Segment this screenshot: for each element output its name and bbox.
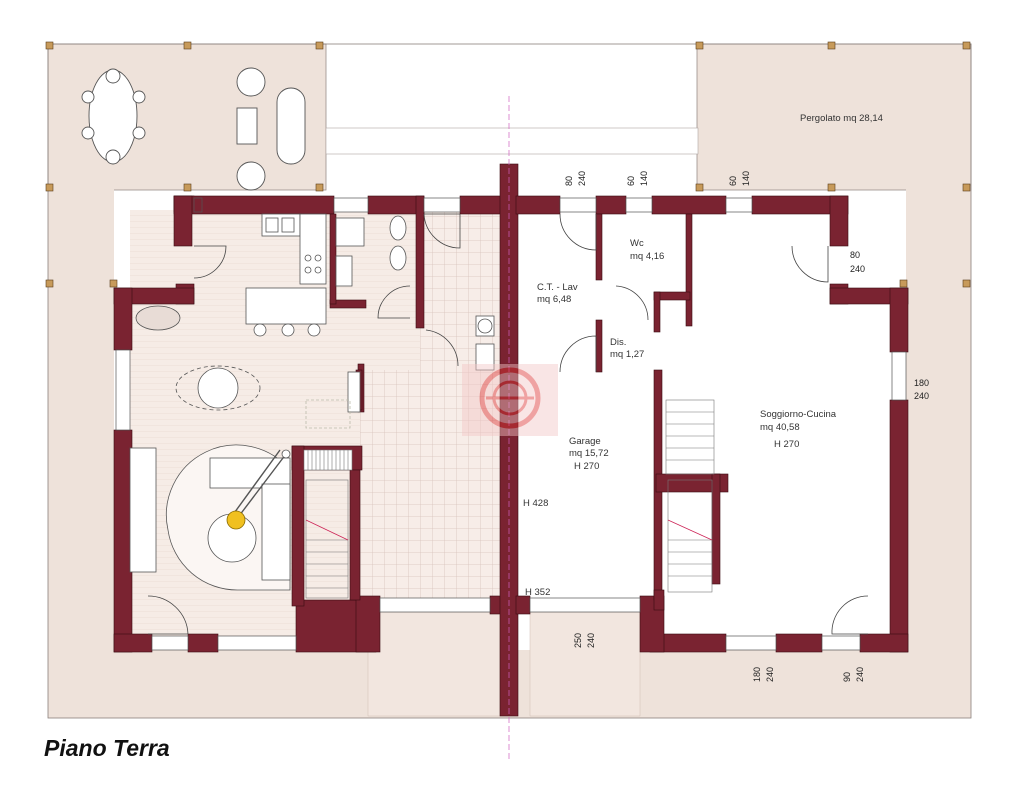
door-swings bbox=[147, 213, 869, 635]
height-label-428: H 428 bbox=[523, 498, 548, 509]
stairs-left bbox=[303, 449, 353, 599]
ct-lav-area: mq 6,48 bbox=[537, 294, 571, 305]
dim-window-1: 80 240 bbox=[564, 171, 587, 186]
dim-window-right: 180 240 bbox=[914, 378, 929, 401]
soggiorno-name: Soggiorno-Cucina bbox=[760, 409, 837, 420]
svg-text:240: 240 bbox=[586, 633, 596, 648]
pergola-gap bbox=[325, 127, 699, 155]
dim-door-bottom: 90 240 bbox=[842, 667, 865, 682]
dis-area: mq 1,27 bbox=[610, 349, 644, 360]
living-furniture bbox=[129, 305, 361, 591]
svg-text:240: 240 bbox=[855, 667, 865, 682]
svg-text:240: 240 bbox=[914, 391, 929, 401]
garage-height: H 270 bbox=[574, 461, 599, 472]
dim-garage-door: 250 240 bbox=[573, 633, 596, 648]
svg-text:80: 80 bbox=[564, 176, 574, 186]
wc-name: Wc bbox=[630, 238, 644, 249]
svg-text:180: 180 bbox=[914, 378, 929, 388]
stairs-right bbox=[665, 399, 715, 593]
lamp-icon bbox=[226, 510, 246, 530]
dim-window-3: 60 140 bbox=[728, 171, 751, 186]
pergola-label: Pergolato mq 28,14 bbox=[800, 113, 883, 124]
svg-text:140: 140 bbox=[639, 171, 649, 186]
svg-text:240: 240 bbox=[850, 264, 865, 274]
dim-window-bottom: 180 240 bbox=[752, 667, 775, 682]
windows bbox=[115, 197, 907, 651]
svg-text:180: 180 bbox=[752, 667, 762, 682]
height-label-352: H 352 bbox=[525, 587, 550, 598]
soggiorno-area: mq 40,58 bbox=[760, 422, 800, 433]
outdoor-table-set bbox=[81, 67, 306, 191]
garage-name: Garage bbox=[569, 436, 601, 447]
svg-text:60: 60 bbox=[728, 176, 738, 186]
garage-area: mq 15,72 bbox=[569, 448, 609, 459]
svg-text:140: 140 bbox=[741, 171, 751, 186]
soggiorno-height: H 270 bbox=[774, 439, 799, 450]
lot-outline bbox=[47, 43, 972, 719]
svg-text:240: 240 bbox=[577, 171, 587, 186]
ct-lav-name: C.T. - Lav bbox=[537, 282, 578, 293]
wc-area: mq 4,16 bbox=[630, 251, 664, 262]
svg-text:80: 80 bbox=[850, 250, 860, 260]
svg-text:60: 60 bbox=[626, 176, 636, 186]
dim-window-2: 60 140 bbox=[626, 171, 649, 186]
plan-title: Piano Terra bbox=[44, 735, 170, 761]
svg-text:240: 240 bbox=[765, 667, 775, 682]
dis-name: Dis. bbox=[610, 337, 626, 348]
watermark-logo bbox=[462, 364, 558, 436]
pergola-posts bbox=[45, 41, 971, 288]
fixtures bbox=[245, 213, 495, 371]
svg-text:90: 90 bbox=[842, 672, 852, 682]
svg-text:250: 250 bbox=[573, 633, 583, 648]
dim-door-right: 80 240 bbox=[850, 250, 865, 274]
